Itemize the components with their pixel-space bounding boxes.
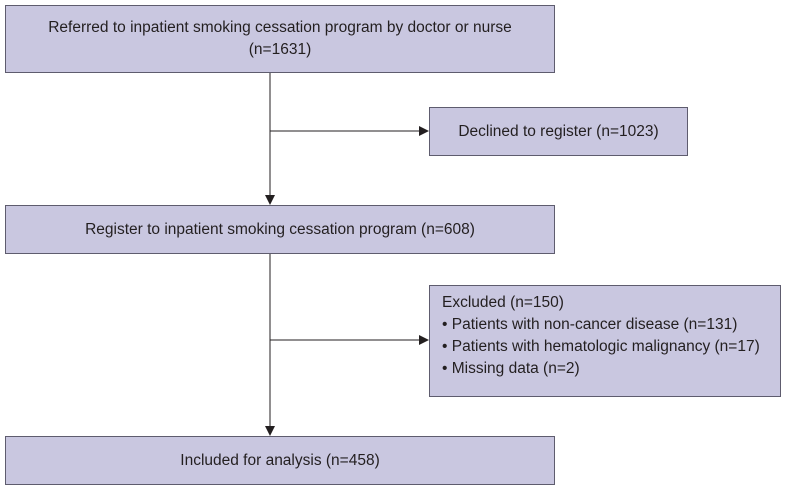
- declined-label: Declined to register (n=1023): [458, 122, 659, 140]
- excluded-item-text: Missing data (n=2): [451, 360, 580, 377]
- excluded-item: Patients with hematologic malignancy (n=…: [442, 336, 768, 358]
- excluded-item: Patients with non-cancer disease (n=131): [442, 314, 768, 336]
- excluded-list: Patients with non-cancer disease (n=131)…: [442, 314, 768, 380]
- referred-count: (n=1631): [248, 41, 312, 58]
- included-box: Included for analysis (n=458): [5, 436, 555, 485]
- excluded-title: Excluded (n=150): [442, 294, 564, 311]
- excluded-item-text: Patients with hematologic malignancy (n=…: [451, 338, 760, 355]
- register-box: Register to inpatient smoking cessation …: [5, 205, 555, 254]
- declined-box: Declined to register (n=1023): [429, 107, 688, 156]
- included-label: Included for analysis (n=458): [180, 451, 380, 469]
- excluded-box: Excluded (n=150) Patients with non-cance…: [429, 285, 781, 397]
- excluded-item-text: Patients with non-cancer disease (n=131): [451, 316, 738, 333]
- referred-label: Referred to inpatient smoking cessation …: [48, 19, 512, 36]
- referred-box: Referred to inpatient smoking cessation …: [5, 5, 555, 73]
- register-label: Register to inpatient smoking cessation …: [85, 220, 475, 238]
- excluded-item: Missing data (n=2): [442, 358, 768, 380]
